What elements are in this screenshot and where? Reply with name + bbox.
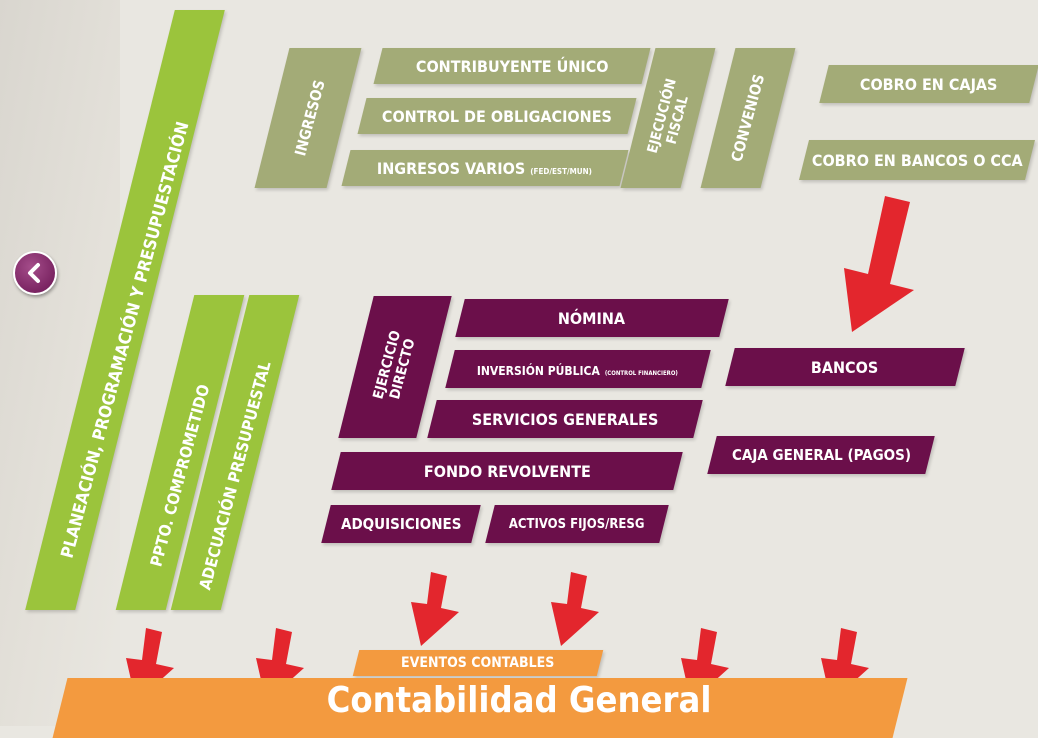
- ejercicio-directo-label: EJERCICIO DIRECTO: [370, 328, 419, 402]
- ingresos-item-varios: INGRESOS VARIOS (FED/EST/MUN): [341, 150, 629, 186]
- arrow-eventos-right: [551, 572, 599, 646]
- cobro-en-cajas: COBRO EN CAJAS: [819, 65, 1038, 103]
- green-bar-adecuacion-label: ADECUACIÓN PRESUPUESTAL: [195, 358, 275, 592]
- chevron-left-icon: [28, 263, 40, 283]
- caja-general-box: CAJA GENERAL (PAGOS): [707, 436, 935, 474]
- ingresos-item-contribuyente: CONTRIBUYENTE ÚNICO: [373, 48, 651, 84]
- contabilidad-title: Contabilidad General: [326, 680, 712, 721]
- cobro-en-bancos: COBRO EN BANCOS O CCA: [799, 140, 1035, 180]
- convenios-label: CONVENIOS: [727, 72, 769, 164]
- activos-fijos-box: ACTIVOS FIJOS/RESG: [485, 505, 669, 543]
- bancos-box: BANCOS: [725, 348, 965, 386]
- nomina-box: NÓMINA: [455, 299, 729, 337]
- arrow-cobro-to-bancos: [844, 196, 914, 332]
- fondo-revolvente-box: FONDO REVOLVENTE: [331, 452, 683, 490]
- ingresos-header-label: INGRESOS: [291, 78, 329, 158]
- back-button[interactable]: [13, 251, 57, 295]
- ejecucion-fiscal-label: EJECUCIÓN FISCAL: [644, 76, 692, 155]
- adquisiciones-box: ADQUISICIONES: [321, 505, 481, 543]
- ingresos-item-control: CONTROL DE OBLIGACIONES: [357, 98, 637, 134]
- servicios-generales-box: SERVICIOS GENERALES: [427, 400, 703, 438]
- eventos-contables-box: EVENTOS CONTABLES: [352, 650, 604, 676]
- arrow-eventos-left: [411, 572, 459, 646]
- inversion-publica-box: INVERSIÓN PÚBLICA (CONTROL FINANCIERO): [445, 350, 711, 388]
